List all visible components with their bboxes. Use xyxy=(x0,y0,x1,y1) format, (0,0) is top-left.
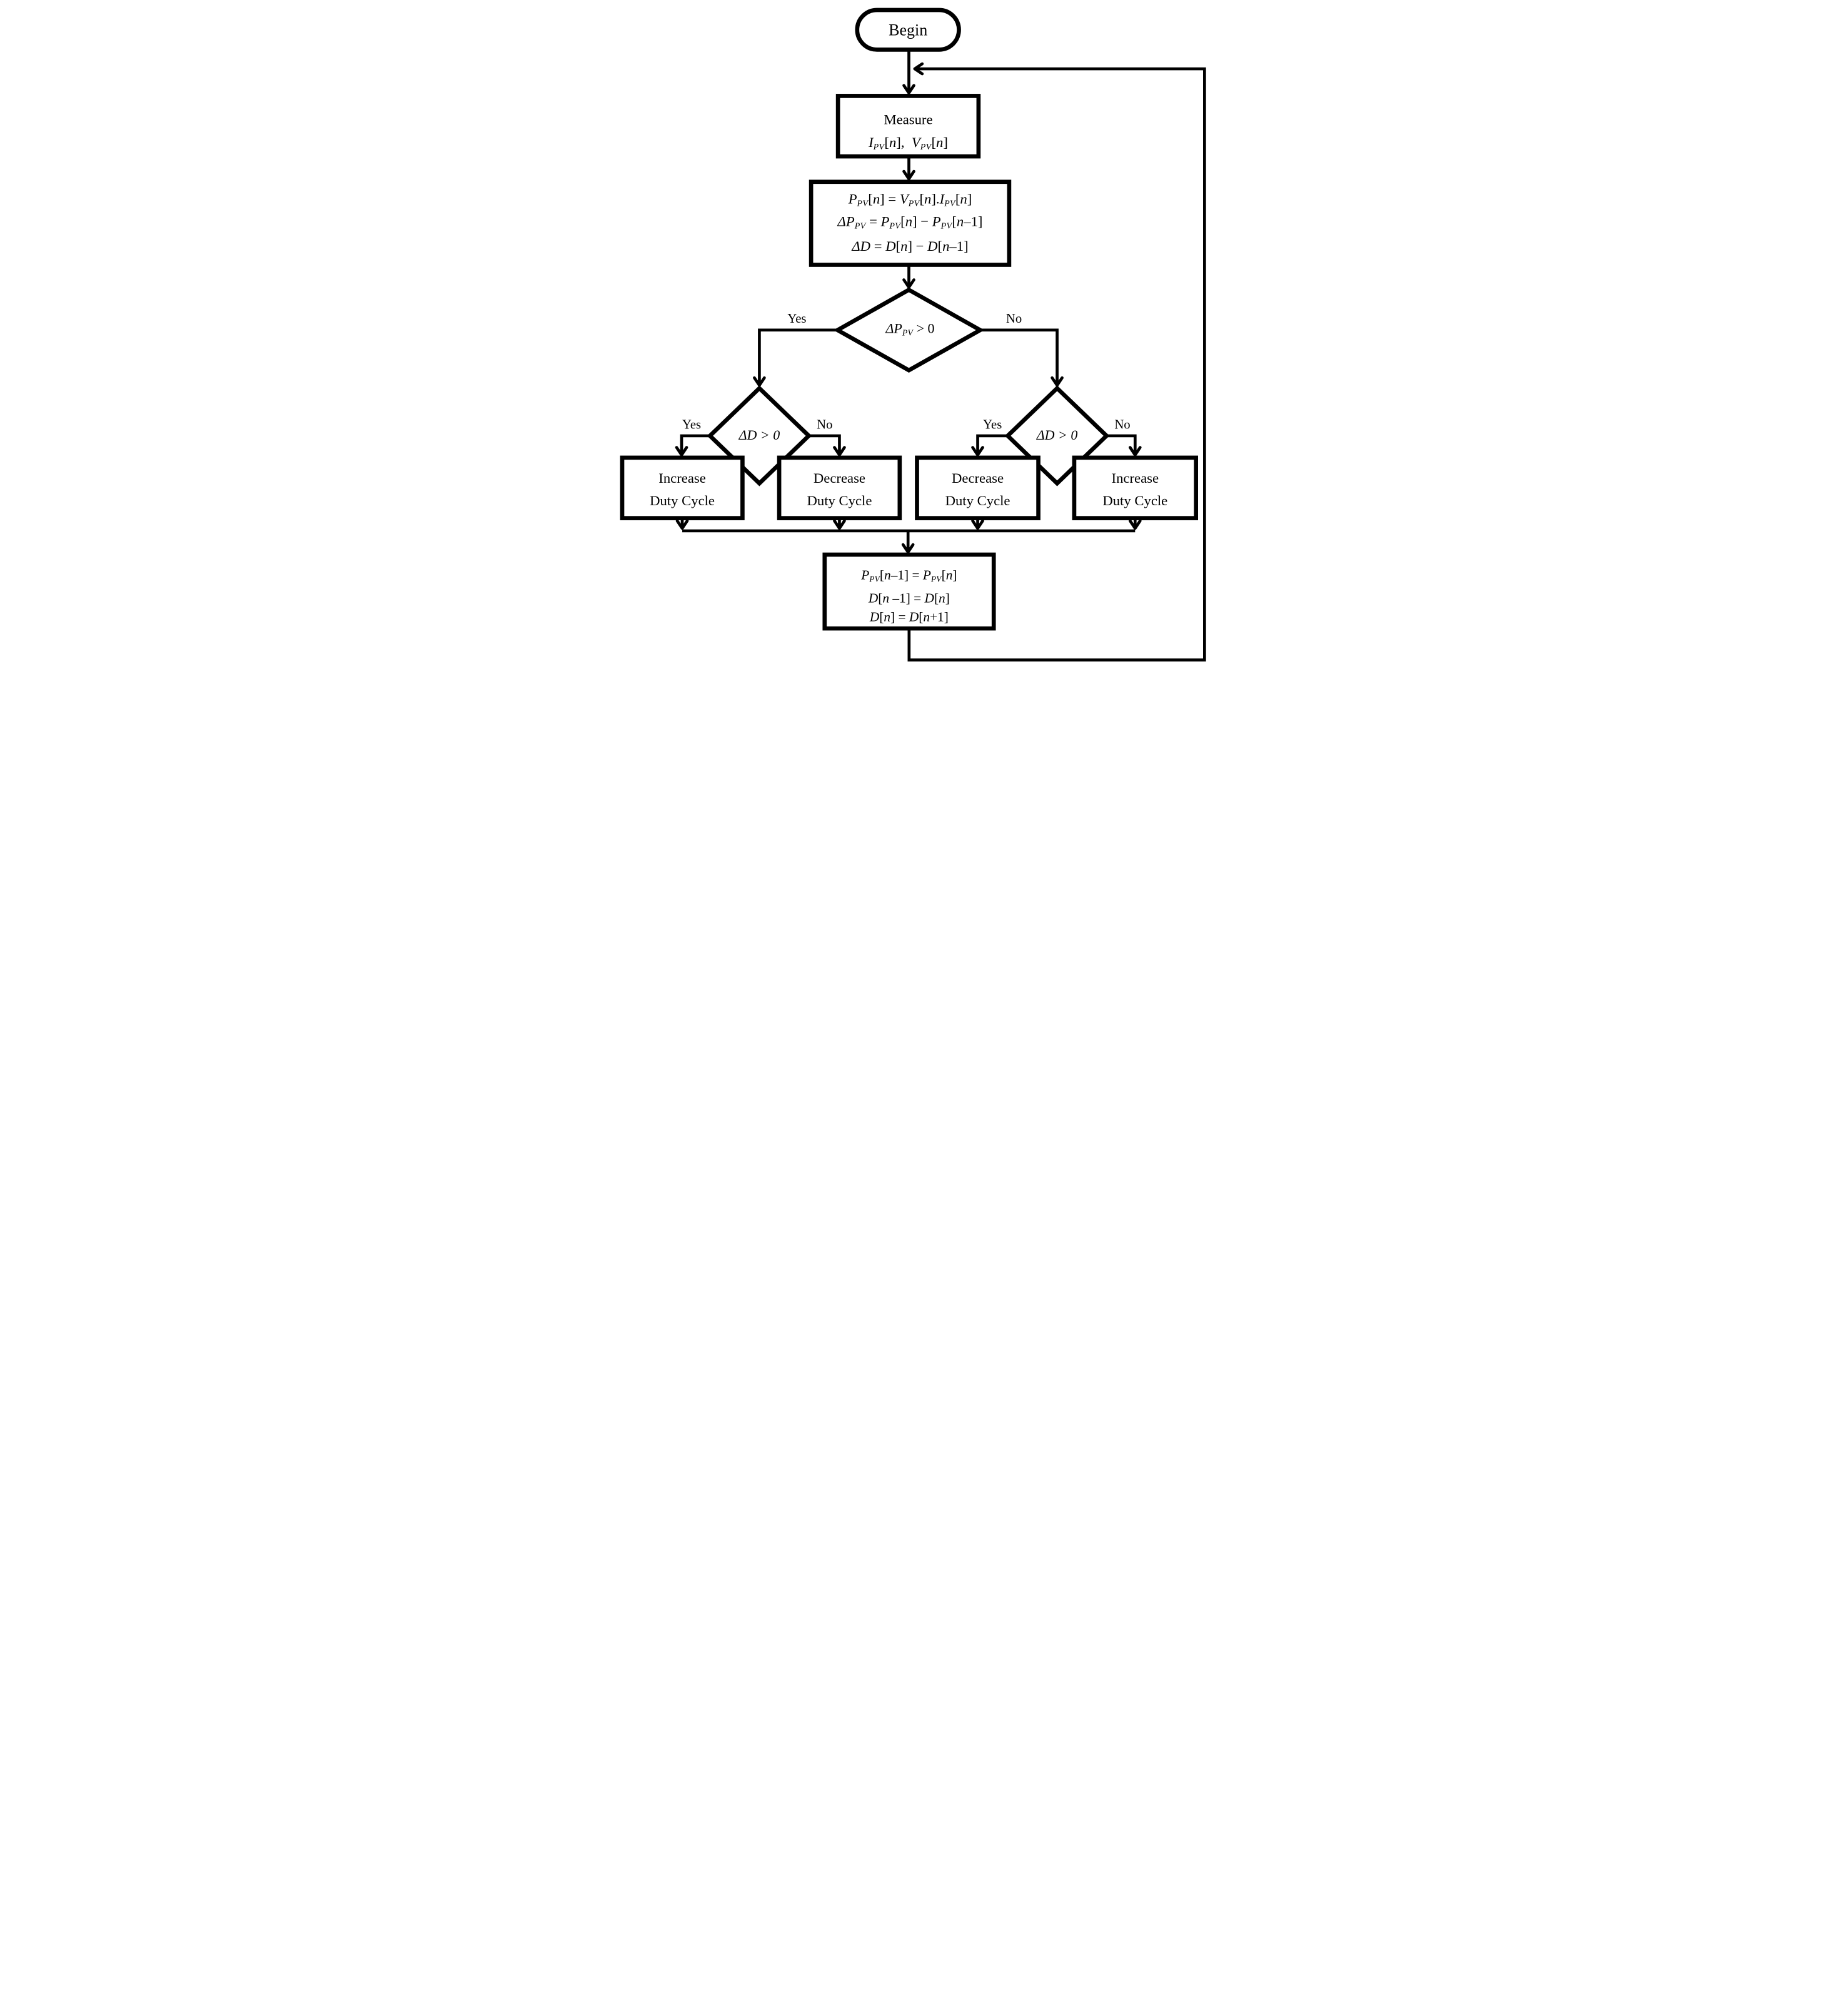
increase-duty-right-line2: Duty Cycle xyxy=(1102,492,1168,508)
flowchart-art xyxy=(620,8,1206,662)
increase-duty-right-line1: Increase xyxy=(1111,470,1159,486)
duty-left-yes-label: Yes xyxy=(682,417,702,432)
update-label-line2: D[n –1] = D[n] xyxy=(868,590,950,606)
duty-left-no-label: No xyxy=(817,417,833,432)
edge-feedback-loop xyxy=(907,62,1206,662)
measure-label-line2: IPV[n], VPV[n] xyxy=(869,134,948,152)
flowchart-canvas: Begin Measure IPV[n], VPV[n] PPV[n] = VP… xyxy=(608,0,1216,672)
duty-right-no-label: No xyxy=(1114,417,1131,432)
begin-terminator-shape xyxy=(855,8,961,52)
increase-duty-left-line2: Duty Cycle xyxy=(650,492,715,508)
flowchart-labels: Begin Measure IPV[n], VPV[n] PPV[n] = VP… xyxy=(608,0,1216,672)
duty-right-yes-label: Yes xyxy=(983,417,1002,432)
decrease-duty-left-line1: Decrease xyxy=(813,470,865,486)
measure-box-shape xyxy=(835,94,981,159)
increase-duty-left-box-shape xyxy=(620,455,745,520)
compute-label-line2: ΔPPV = PPV[n] − PPV[n–1] xyxy=(837,213,983,231)
power-no-label: No xyxy=(1005,311,1022,326)
update-label-line1: PPV[n–1] = PPV[n] xyxy=(861,567,957,584)
decrease-duty-right-box-shape xyxy=(915,455,1040,520)
edge-power-yes xyxy=(753,328,838,387)
increase-duty-left-line1: Increase xyxy=(658,470,706,486)
increase-duty-right-box-shape xyxy=(1072,455,1198,520)
edge-power-no xyxy=(980,328,1064,387)
update-label-line3: D[n] = D[n+1] xyxy=(869,609,949,625)
compute-label-line1: PPV[n] = VPV[n].IPV[n] xyxy=(848,191,972,208)
compute-box-shape xyxy=(809,179,1012,267)
update-box-shape xyxy=(822,552,996,631)
edge-duty-left-no xyxy=(809,434,846,456)
decrease-duty-left-line2: Duty Cycle xyxy=(807,492,872,508)
measure-label-line1: Measure xyxy=(884,111,933,128)
duty-decision-right-label: ΔD > 0 xyxy=(1036,427,1078,443)
edge-duty-right-no xyxy=(1106,434,1142,456)
compute-label-line3: ΔD = D[n] − D[n–1] xyxy=(852,238,969,255)
flowchart-stage: Begin Measure IPV[n], VPV[n] PPV[n] = VP… xyxy=(608,0,1216,672)
decrease-duty-left-box-shape xyxy=(777,455,902,520)
power-decision-label: ΔPPV > 0 xyxy=(885,321,935,338)
edge-duty-left-yes xyxy=(675,434,710,456)
power-yes-label: Yes xyxy=(787,311,807,326)
begin-label: Begin xyxy=(889,21,928,39)
power-decision-diamond xyxy=(833,287,985,373)
duty-decision-left-label: ΔD > 0 xyxy=(738,427,780,443)
edge-duty-right-yes xyxy=(971,434,1008,456)
decrease-duty-right-line2: Duty Cycle xyxy=(945,492,1010,508)
decrease-duty-right-line1: Decrease xyxy=(952,470,1004,486)
